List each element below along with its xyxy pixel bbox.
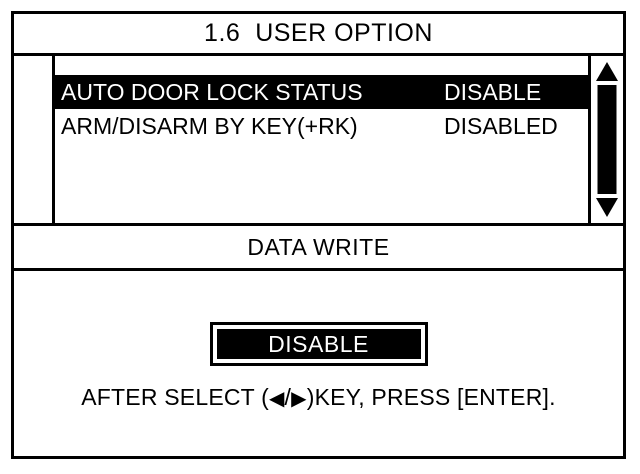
option-label: ARM/DISARM BY KEY(+RK) xyxy=(61,112,358,139)
left-arrow-icon: ◀ xyxy=(268,388,285,410)
action-panel: DISABLE AFTER SELECT (◀/▶)KEY, PRESS [EN… xyxy=(14,271,623,456)
status-bar: DATA WRITE xyxy=(14,226,623,271)
option-value: DISABLE xyxy=(444,78,542,105)
instruction-suffix: )KEY, PRESS [ENTER]. xyxy=(306,384,556,410)
option-label: AUTO DOOR LOCK STATUS xyxy=(61,78,363,105)
instruction-text: AFTER SELECT (◀/▶)KEY, PRESS [ENTER]. xyxy=(14,384,623,411)
selected-value-button[interactable]: DISABLE xyxy=(216,329,421,359)
value-selector-frame[interactable]: DISABLE xyxy=(209,322,428,366)
page-title: 1.6 USER OPTION xyxy=(204,19,433,47)
triangle-down-icon[interactable] xyxy=(596,198,618,217)
vertical-scrollbar[interactable] xyxy=(588,56,623,223)
instruction-prefix: AFTER SELECT ( xyxy=(81,384,269,410)
option-list-section: AUTO DOOR LOCK STATUS DISABLE ARM/DISARM… xyxy=(14,56,623,226)
triangle-up-icon[interactable] xyxy=(596,62,618,81)
option-value: DISABLED xyxy=(444,112,558,139)
instruction-separator: / xyxy=(284,384,292,410)
device-screen-frame: 1.6 USER OPTION AUTO DOOR LOCK STATUS DI… xyxy=(11,11,626,459)
option-list[interactable]: AUTO DOOR LOCK STATUS DISABLE ARM/DISARM… xyxy=(55,56,588,223)
scrollbar-thumb[interactable] xyxy=(597,85,617,194)
title-bar: 1.6 USER OPTION xyxy=(14,14,623,56)
status-label: DATA WRITE xyxy=(247,233,390,260)
list-item[interactable]: AUTO DOOR LOCK STATUS DISABLE xyxy=(55,75,588,109)
list-item[interactable]: ARM/DISARM BY KEY(+RK) DISABLED xyxy=(55,109,588,143)
right-arrow-icon: ▶ xyxy=(291,388,307,410)
list-gutter xyxy=(14,56,55,223)
